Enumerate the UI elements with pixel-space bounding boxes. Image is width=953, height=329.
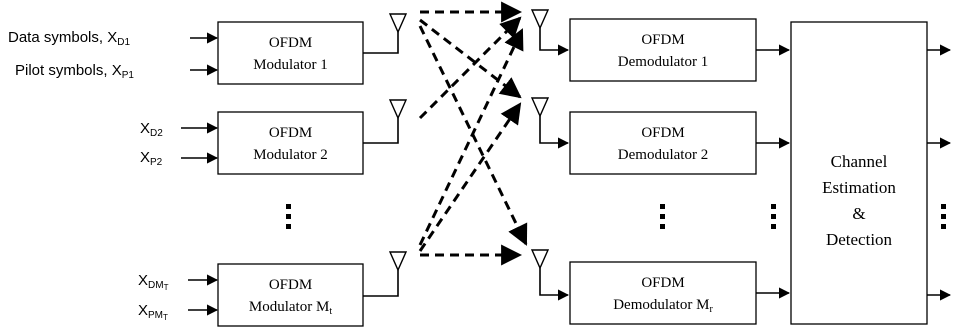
- ellipsis-dot: [286, 204, 291, 209]
- estimator-line-3: &: [852, 204, 865, 223]
- demodulator-2-title: OFDM: [641, 125, 684, 141]
- modulator-1-title: OFDM: [269, 35, 312, 51]
- channel-path: [418, 28, 524, 246]
- modulator-box-1: [217, 21, 364, 85]
- demodulator-2-label: Demodulator 2: [618, 147, 708, 163]
- modulator-1-label: Modulator 1: [253, 57, 328, 73]
- rx-feed-line: [539, 28, 570, 56]
- ellipsis-dot: [941, 224, 946, 229]
- input-label-data-2: XD2: [140, 120, 163, 139]
- channel-path: [418, 16, 522, 120]
- modulator-2-title: OFDM: [269, 125, 312, 141]
- input-label-data-mt: XDMT: [138, 272, 169, 292]
- input-label-pilot-2: XP2: [140, 149, 163, 168]
- channel-path: [419, 18, 522, 99]
- tx-feed-line: [363, 118, 399, 144]
- rx-antenna-mr-icon: [530, 249, 550, 270]
- estimator-line-2: Estimation: [822, 178, 896, 197]
- ellipsis-dot: [286, 214, 291, 219]
- ellipsis-dot: [286, 224, 291, 229]
- tx-antenna-mt-icon: [388, 251, 408, 272]
- input-label-pilot-mt: XPMT: [138, 302, 168, 322]
- demodulator-box-1: [569, 18, 757, 82]
- demodulator-1-label: Demodulator 1: [618, 54, 708, 70]
- ellipsis-dot: [660, 224, 665, 229]
- ellipsis-dot: [660, 214, 665, 219]
- modulator-box-mt: [217, 263, 364, 327]
- demodulator-mr-title: OFDM: [641, 275, 684, 291]
- rx-feed-line: [539, 268, 570, 301]
- rx-antenna-2-icon: [530, 97, 550, 118]
- ellipsis-dot: [941, 214, 946, 219]
- estimator-line-1: Channel: [831, 152, 888, 171]
- modulator-2-label: Modulator 2: [253, 147, 328, 163]
- ellipsis-dot: [941, 204, 946, 209]
- ellipsis-dot: [771, 204, 776, 209]
- input-label-data-1: Data symbols, XD1: [8, 29, 130, 48]
- tx-antenna-2-icon: [388, 99, 408, 120]
- modulator-box-2: [217, 111, 364, 175]
- rx-antenna-1-icon: [530, 9, 550, 30]
- tx-antenna-1-icon: [388, 13, 408, 34]
- rx-feed-line: [539, 116, 570, 149]
- input-label-pilot-1: Pilot symbols, XP1: [15, 62, 134, 81]
- estimator-line-4: Detection: [826, 230, 893, 249]
- ellipsis-dot: [771, 214, 776, 219]
- tx-feed-line: [363, 270, 399, 297]
- tx-feed-line: [363, 32, 399, 54]
- demodulator-box-mr: [569, 261, 757, 325]
- demodulator-1-title: OFDM: [641, 32, 684, 48]
- demodulator-mr-label: Demodulator Mr: [613, 297, 713, 315]
- demodulator-box-2: [569, 111, 757, 175]
- modulator-mt-label: Modulator Mt: [249, 299, 332, 317]
- ellipsis-dot: [771, 224, 776, 229]
- channel-estimation-box: [790, 21, 928, 325]
- ellipsis-dot: [660, 204, 665, 209]
- modulator-mt-title: OFDM: [269, 277, 312, 293]
